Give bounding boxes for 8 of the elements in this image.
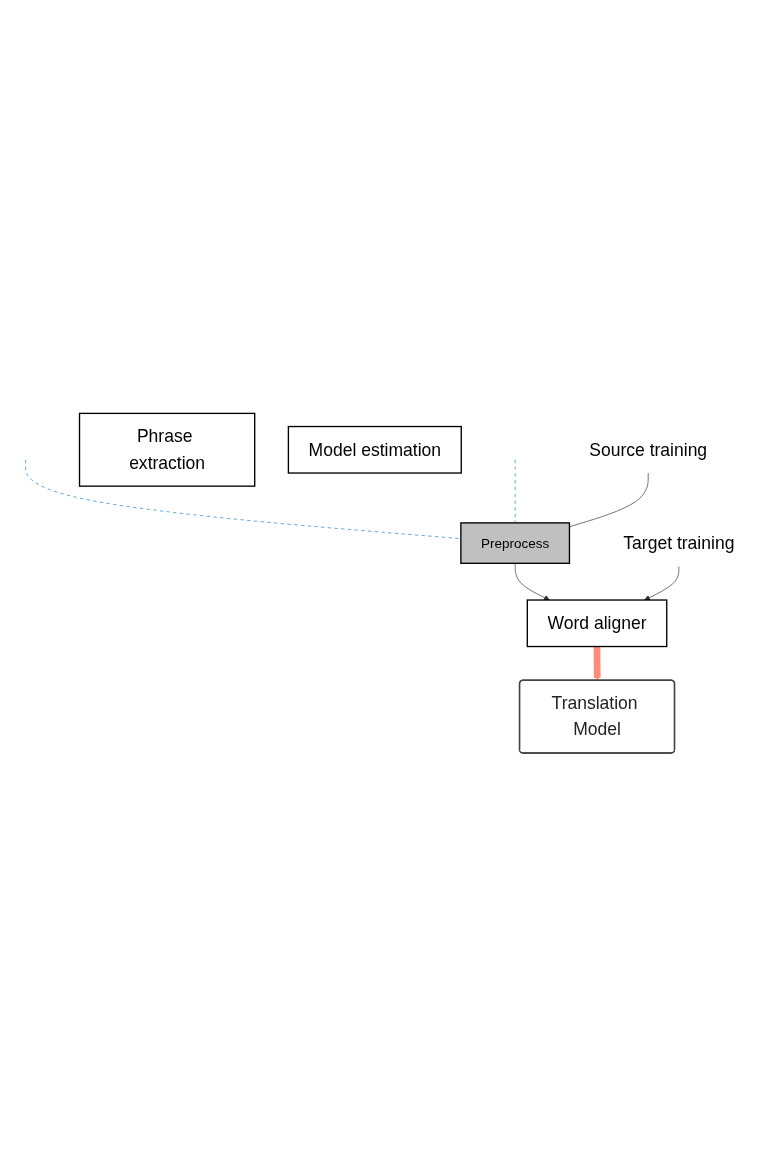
node-text: Target training [623,532,735,554]
connector [569,473,649,528]
node-text: Source training [589,439,708,460]
node-box: Phrase extraction [78,413,256,488]
node-box: Word aligner [526,599,668,648]
node-box: Preprocess [460,522,571,565]
node-box: Model estimation [287,426,462,474]
arrow [593,646,601,682]
